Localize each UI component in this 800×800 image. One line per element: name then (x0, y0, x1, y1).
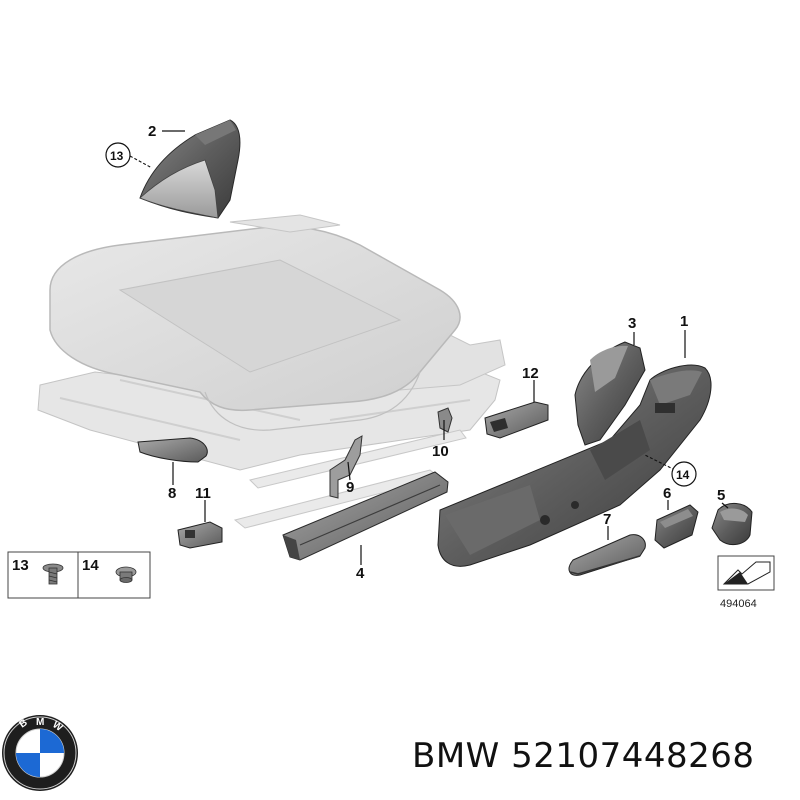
direction-arrow-icon (722, 561, 771, 585)
part-6-cap (654, 504, 699, 549)
svg-text:M: M (36, 717, 44, 728)
callout-8: 8 (168, 485, 176, 502)
part-11-clip (177, 521, 223, 549)
brand-part-number-caption: BMW 52107448268 (412, 736, 755, 776)
screw-icon (42, 563, 64, 585)
part-7-handle (568, 534, 646, 576)
part-10-clip (437, 407, 453, 433)
part-9-bracket (329, 435, 363, 499)
diagram-reference: 494064 (717, 555, 775, 610)
callout-5: 5 (717, 487, 725, 504)
part-4-rail-cover (282, 471, 449, 561)
reference-number: 494064 (720, 598, 757, 610)
legend-14-number: 14 (82, 557, 99, 574)
callout-2: 2 (148, 123, 156, 140)
part-1-side-trim (437, 364, 712, 567)
callout-13-circle (105, 142, 131, 168)
fastener-legend: 13 14 (7, 551, 151, 599)
callout-7: 7 (603, 511, 611, 528)
part-12-cover (484, 401, 549, 439)
callout-9: 9 (346, 479, 354, 496)
leader-lines (129, 130, 729, 565)
bmw-logo: B M W (2, 715, 78, 791)
legend-13-number: 13 (12, 557, 29, 574)
callout-4: 4 (356, 565, 365, 582)
callout-10: 10 (432, 443, 449, 460)
callout-14: 14 (676, 468, 690, 482)
callout-11: 11 (195, 485, 211, 502)
part-3-cover (574, 341, 646, 446)
bolt-icon (115, 566, 137, 583)
callout-3: 3 (628, 315, 636, 332)
callout-14-circle (671, 461, 697, 487)
part-2-cover (139, 119, 241, 219)
callout-1: 1 (680, 313, 688, 330)
callout-labels: 2 13 3 1 12 10 9 8 11 4 7 6 5 14 (105, 123, 725, 582)
part-5-cap (711, 503, 753, 546)
part-8-lever (137, 437, 208, 463)
callout-6: 6 (663, 485, 671, 502)
callout-12: 12 (522, 365, 539, 382)
callout-13: 13 (110, 149, 124, 163)
